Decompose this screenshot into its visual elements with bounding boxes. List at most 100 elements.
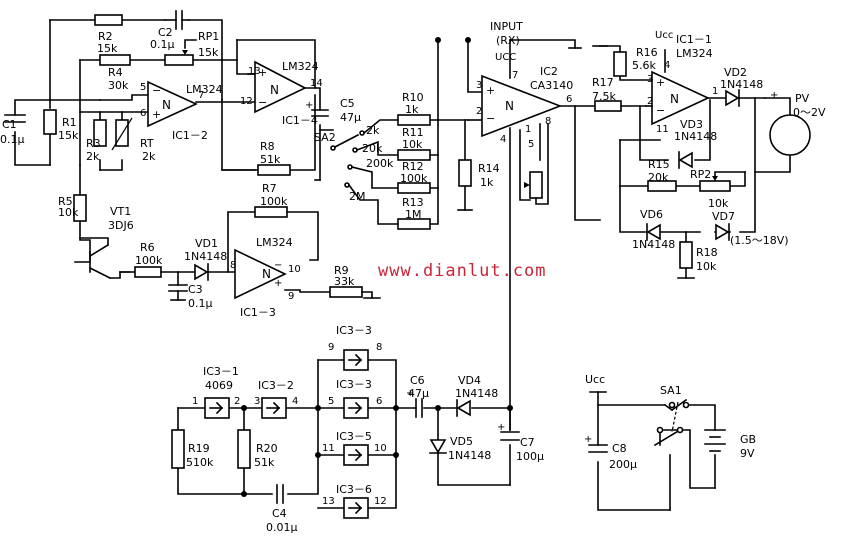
svg-text:1: 1 bbox=[712, 86, 718, 97]
resistor-r10: R10 1k bbox=[397, 91, 431, 126]
svg-text:IC1－1: IC1－1 bbox=[676, 33, 712, 46]
svg-text:4: 4 bbox=[664, 60, 670, 71]
svg-text:2: 2 bbox=[647, 96, 653, 107]
svg-text:R9: R9 bbox=[334, 264, 349, 277]
svg-text:R15: R15 bbox=[648, 158, 670, 171]
svg-text:VD4: VD4 bbox=[458, 374, 481, 387]
svg-text:RP2: RP2 bbox=[690, 168, 711, 181]
svg-text:5: 5 bbox=[528, 139, 534, 150]
inverter-ic3-2: IC3－2 3 4 bbox=[254, 379, 298, 419]
svg-text:C3: C3 bbox=[188, 283, 203, 296]
potentiometer-rp1: RP1 15k bbox=[164, 30, 219, 66]
svg-text:IC2: IC2 bbox=[540, 65, 558, 78]
inverter-ic3-3-top: IC3－3 9 8 bbox=[328, 324, 382, 371]
potentiometer-rp2: RP2 10k bbox=[690, 168, 731, 210]
svg-text:11: 11 bbox=[322, 443, 335, 454]
resistor-r19: R19 510k bbox=[171, 429, 214, 469]
svg-text:100μ: 100μ bbox=[516, 450, 544, 463]
svg-text:9: 9 bbox=[288, 291, 294, 302]
svg-text:LM324: LM324 bbox=[676, 47, 713, 60]
svg-text:7: 7 bbox=[512, 70, 518, 81]
inverter-ic3-3: IC3－3 5 6 bbox=[328, 378, 382, 419]
resistor-r16: R16 5.6k bbox=[613, 46, 658, 77]
svg-text:+: + bbox=[656, 76, 665, 89]
svg-text:11: 11 bbox=[656, 124, 669, 135]
svg-text:R13: R13 bbox=[402, 196, 424, 209]
svg-text:−: − bbox=[258, 96, 267, 109]
svg-text:0～2V: 0～2V bbox=[793, 106, 826, 119]
svg-text:14: 14 bbox=[310, 78, 323, 89]
opamp-ic1-4: N + − 13 12 14 LM324 IC1－4 bbox=[240, 60, 323, 127]
svg-text:2: 2 bbox=[234, 396, 240, 407]
svg-text:VD2: VD2 bbox=[724, 66, 747, 79]
svg-text:10k: 10k bbox=[696, 260, 717, 273]
svg-text:R11: R11 bbox=[402, 126, 424, 139]
svg-text:8: 8 bbox=[230, 260, 236, 271]
svg-text:1N4148: 1N4148 bbox=[448, 449, 491, 462]
resistor-r3: R3 2k bbox=[86, 119, 107, 163]
svg-text:Ucc: Ucc bbox=[585, 373, 605, 386]
svg-text:R18: R18 bbox=[696, 246, 718, 259]
svg-text:LM324: LM324 bbox=[186, 83, 223, 96]
opamp-ic2: N + − 3 2 7 6 4 1 5 8 IC2 CA3140 bbox=[476, 65, 573, 150]
svg-text:3DJ6: 3DJ6 bbox=[108, 219, 134, 232]
svg-text:VD5: VD5 bbox=[450, 435, 473, 448]
svg-text:2: 2 bbox=[476, 106, 482, 117]
resistor-r17: R17 7.5k bbox=[592, 76, 647, 112]
svg-text:Ucc: Ucc bbox=[655, 30, 673, 41]
svg-text:1N4148: 1N4148 bbox=[720, 78, 763, 91]
svg-text:7: 7 bbox=[198, 90, 204, 101]
svg-text:0.01μ: 0.01μ bbox=[266, 521, 298, 534]
svg-text:RT: RT bbox=[140, 137, 154, 150]
svg-text:13: 13 bbox=[322, 496, 335, 507]
svg-text:−: − bbox=[486, 112, 495, 125]
svg-text:INPUT: INPUT bbox=[490, 20, 523, 33]
svg-text:5: 5 bbox=[328, 396, 334, 407]
svg-text:N: N bbox=[670, 92, 679, 106]
svg-text:IC3－2: IC3－2 bbox=[258, 379, 294, 392]
svg-text:−: − bbox=[274, 260, 282, 271]
svg-text:100k: 100k bbox=[135, 254, 163, 267]
inverter-ic3-1: IC3－1 4069 1 2 bbox=[192, 365, 240, 419]
svg-text:10k: 10k bbox=[402, 138, 423, 151]
inverter-ic3-6: IC3－6 13 12 bbox=[322, 483, 387, 519]
diode-vd6: VD6 1N4148 bbox=[632, 208, 675, 251]
resistor-r18: R18 10k bbox=[677, 241, 718, 279]
svg-text:47μ: 47μ bbox=[340, 111, 361, 124]
svg-text:+: + bbox=[274, 278, 282, 289]
resistor-r11: R11 10k bbox=[397, 126, 431, 161]
resistor-r4: R4 30k bbox=[99, 54, 131, 92]
svg-text:6: 6 bbox=[376, 396, 382, 407]
capacitor-c5: + C5 47μ bbox=[305, 97, 361, 124]
svg-text:12: 12 bbox=[374, 496, 387, 507]
svg-text:R2: R2 bbox=[98, 30, 113, 43]
power-switch-sa1: SA1 bbox=[656, 384, 690, 434]
svg-text:N: N bbox=[262, 267, 271, 281]
svg-text:1M: 1M bbox=[405, 208, 422, 221]
svg-text:VD3: VD3 bbox=[680, 118, 703, 131]
svg-text:8: 8 bbox=[376, 342, 382, 353]
svg-text:10: 10 bbox=[374, 443, 387, 454]
svg-text:30k: 30k bbox=[108, 79, 129, 92]
svg-text:33k: 33k bbox=[334, 275, 355, 288]
svg-text:5.6k: 5.6k bbox=[632, 59, 656, 72]
svg-text:+: + bbox=[770, 90, 778, 101]
svg-text:3: 3 bbox=[254, 396, 260, 407]
svg-text:100k: 100k bbox=[400, 172, 428, 185]
svg-text:R6: R6 bbox=[140, 241, 155, 254]
svg-text:SA1: SA1 bbox=[660, 384, 682, 397]
resistor-r20: R20 51k bbox=[237, 429, 278, 469]
svg-text:12: 12 bbox=[240, 96, 253, 107]
svg-text:C7: C7 bbox=[520, 436, 535, 449]
svg-text:R17: R17 bbox=[592, 76, 614, 89]
svg-text:N: N bbox=[270, 83, 279, 97]
svg-text:0.1μ: 0.1μ bbox=[188, 297, 213, 310]
svg-text:9V: 9V bbox=[740, 447, 755, 460]
svg-text:C5: C5 bbox=[340, 97, 355, 110]
svg-text:VD7: VD7 bbox=[712, 210, 735, 223]
svg-text:510k: 510k bbox=[186, 456, 214, 469]
svg-text:IC3－6: IC3－6 bbox=[336, 483, 372, 496]
svg-text:6: 6 bbox=[566, 94, 572, 105]
watermark-text: www.dianlut.com bbox=[378, 261, 547, 281]
svg-text:7.5k: 7.5k bbox=[592, 90, 616, 103]
